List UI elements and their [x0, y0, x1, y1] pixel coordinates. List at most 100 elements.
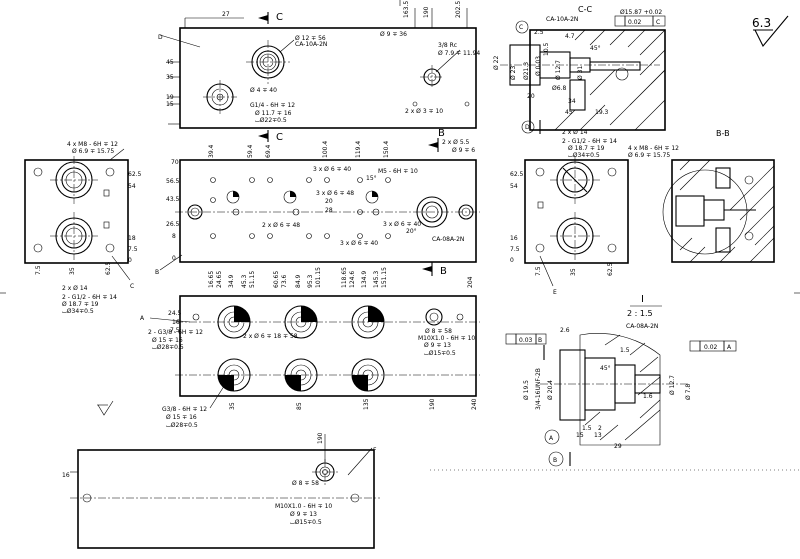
note-small-4: ⌴Ø15∓0.5 — [290, 519, 322, 526]
svg-text:Ø 23: Ø 23 — [510, 66, 517, 80]
label-d-top: D — [158, 34, 163, 41]
note-top-1: Ø 12 ∓ 56 — [295, 35, 326, 42]
svg-text:2.6: 2.6 — [560, 327, 570, 334]
roughness-symbol: 6.3 — [752, 15, 789, 47]
note-top-3: Ø 4 ∓ 40 — [250, 87, 277, 94]
note-front-9: 28 — [325, 207, 333, 214]
cc-outline — [529, 29, 666, 131]
svg-text:16.65: 16.65 — [208, 271, 215, 288]
dim-left-b35: 35 — [69, 267, 76, 275]
cc-dims: Ø 22 Ø 23 Ø21.3 Ø 0.03 4.7 2.5 34 45 19.… — [493, 29, 609, 116]
label-a-bottom: A — [140, 315, 145, 322]
svg-text:34.9: 34.9 — [228, 274, 235, 288]
svg-text:1.5: 1.5 — [620, 347, 630, 354]
front-view-outline — [179, 159, 477, 263]
detail-hatch — [584, 334, 661, 441]
dim-left-18: 18 — [128, 235, 136, 242]
note-bottom-10: Ø 15 ∓ 16 — [166, 414, 197, 421]
note-left-6: ⌴Ø34∓0.5 — [62, 308, 94, 315]
label-b-top: B — [438, 128, 445, 139]
svg-text:59.4: 59.4 — [247, 144, 254, 158]
left-view: 4 x M8 - 6H ∓ 12 Ø 6.9 ∓ 15.75 62.5 54 1… — [24, 141, 142, 315]
dim-top-27: 27 — [222, 11, 230, 18]
note-front-1: 3 x Ø 6 ∓ 40 — [313, 166, 351, 173]
note-right-5: 4 x M8 - 6H ∓ 12 — [628, 145, 679, 152]
detail-dims: 2.6 1.5 Ø 19.5 3/4-16UNF-2B 2 1.5 15 13 … — [523, 327, 692, 450]
bottom-dim-35: 35 — [229, 402, 236, 410]
svg-text:4.7: 4.7 — [565, 33, 575, 40]
cc-note-1: Ø15.87 +0.02 — [620, 9, 662, 16]
note-bottom-5: Ø 8 ∓ 58 — [425, 328, 452, 335]
top-view: D 27 C C Ø 12 ∓ 56 CA-10A-2N Ø 4 ∓ 40 G1… — [158, 1, 480, 143]
detail-label-a: A — [549, 435, 554, 442]
small-dim-190: 190 — [317, 432, 324, 444]
svg-text:95.3: 95.3 — [307, 274, 314, 288]
dim-right-54: 54 — [510, 183, 518, 190]
dim-right-b62: 62.5 — [607, 262, 614, 276]
svg-text:84.9: 84.9 — [295, 274, 302, 288]
cc-datum: C — [656, 19, 660, 26]
svg-text:Ø 12.7: Ø 12.7 — [555, 60, 562, 80]
dim-top-163: 163.5 — [403, 1, 410, 18]
front-top-dims: 39.4 59.4 69.4 100.4 119.4 150.4 — [208, 141, 390, 158]
svg-text:45°: 45° — [600, 365, 611, 372]
svg-text:45°: 45° — [590, 45, 601, 52]
svg-text:145.3: 145.3 — [373, 271, 380, 288]
svg-text:24.65: 24.65 — [216, 271, 223, 288]
note-top-6: ⌴Ø22∓0.5 — [255, 117, 287, 124]
label-f: F — [373, 447, 377, 454]
svg-text:119.4: 119.4 — [355, 141, 362, 158]
svg-text:1.6: 1.6 — [643, 393, 653, 400]
front-tick-0: 0 — [172, 255, 176, 262]
dim-left-7: 7.5 — [128, 246, 138, 253]
label-c-left: C — [130, 283, 134, 290]
dim-left-54: 54 — [128, 183, 136, 190]
note-bottom-6: M10X1.0 - 6H ∓ 10 — [418, 335, 475, 342]
dim-right-0: 0 — [510, 257, 514, 264]
roughness-value: 6.3 — [752, 16, 771, 30]
bottom-dim-240: 240 — [471, 398, 478, 410]
note-small-2: M10X1.0 - 6H ∓ 10 — [275, 503, 332, 510]
section-bb: B-B — [662, 129, 775, 263]
bottom-dim-190: 190 — [429, 398, 436, 410]
note-top-4: G1/4 - 6H ∓ 12 — [250, 102, 295, 109]
svg-text:150.4: 150.4 — [383, 141, 390, 158]
dim-right-7: 7.5 — [510, 246, 520, 253]
note-right-3: Ø 18.7 ∓ 19 — [568, 145, 605, 152]
svg-text:Ø 20.4: Ø 20.4 — [547, 380, 554, 400]
svg-text:Ø 31: Ø 31 — [577, 66, 584, 80]
bb-hatch — [679, 159, 775, 263]
note-right-1: 2 x Ø 14 — [562, 129, 588, 136]
front-tick-8: 8 — [172, 233, 176, 240]
front-tick-56: 56.5 — [166, 178, 180, 185]
note-front-2: 3 x Ø 6 ∓ 48 — [316, 190, 354, 197]
label-b-left: B — [155, 269, 159, 276]
cc-circle-c: C — [519, 24, 523, 31]
svg-text:3/4-16UNF-2B: 3/4-16UNF-2B — [535, 368, 542, 410]
bottom-view: A 2 - G3/8 - 6H ∓ 12 Ø 15 ∓ 16 ⌴Ø28∓0.5 … — [140, 295, 480, 429]
bottom-view-outline — [179, 295, 477, 397]
note-left-3: 2 x Ø 14 — [62, 285, 88, 292]
detail-i: I 2 : 1.5 CA-08A-2N 0.03 B 0.02 A — [505, 294, 737, 467]
note-front-7: 20° — [406, 228, 417, 235]
note-front-5: Ø 9 ∓ 6 — [452, 147, 475, 154]
bottom-tick-24: 24.5 — [168, 310, 182, 317]
dim-right-b35: 35 — [570, 268, 577, 276]
note-top-9: 2 x Ø 3 ∓ 10 — [405, 108, 443, 115]
note-front-4: 2 x Ø 5.5 — [442, 139, 470, 146]
svg-text:101.15: 101.15 — [315, 267, 322, 288]
svg-text:204: 204 — [467, 276, 474, 288]
note-front-8: 20 — [325, 198, 333, 205]
note-front-3: M5 - 6H ∓ 10 — [378, 168, 418, 175]
svg-text:Ø6.8: Ø6.8 — [552, 85, 566, 92]
svg-text:39.4: 39.4 — [208, 144, 215, 158]
cc-tolerance: 0.02 — [628, 19, 642, 26]
note-small-3: Ø 9 ∓ 13 — [290, 511, 317, 518]
note-bottom-4: 2 x Ø 6 ∓ 18 ∓ 58 — [243, 333, 298, 340]
note-bottom-11: ⌴Ø28∓0.5 — [166, 422, 198, 429]
bottom-dim-135: 135 — [363, 398, 370, 410]
bottom-tick-16: 16 — [172, 319, 180, 326]
svg-text:100.4: 100.4 — [322, 141, 329, 158]
